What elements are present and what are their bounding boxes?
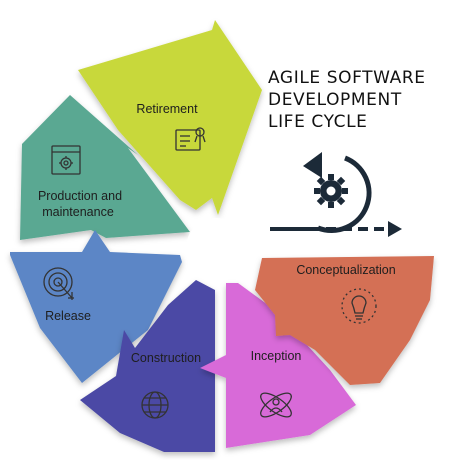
- title-line-3: LIFE CYCLE: [268, 112, 368, 132]
- atom-person-icon: [260, 392, 292, 418]
- inception-segment: [200, 283, 356, 448]
- production-label-line2: maintenance: [42, 205, 114, 219]
- lightbulb-icon: [341, 288, 377, 324]
- browser-gear-icon: [51, 145, 81, 175]
- release-label: Release: [45, 309, 91, 323]
- globe-icon: [141, 391, 169, 419]
- wheel-center: [186, 218, 246, 278]
- retirement-label: Retirement: [136, 102, 198, 116]
- conceptualization-segment: [255, 256, 434, 385]
- conceptualization-label: Conceptualization: [296, 263, 395, 277]
- construction-segment: [80, 280, 215, 452]
- document-certificate-icon: [175, 127, 206, 151]
- construction-label: Construction: [131, 351, 201, 365]
- production-segment: [20, 95, 190, 240]
- target-arrow-icon: [43, 267, 74, 300]
- production-label-line1: Production and: [38, 189, 122, 203]
- cycle-gear-arrow-icon: [270, 152, 402, 237]
- retirement-segment: [78, 20, 262, 215]
- title-line-1: AGILE SOFTWARE: [268, 68, 426, 88]
- inception-label: Inception: [251, 349, 302, 363]
- title-line-2: DEVELOPMENT: [268, 90, 402, 110]
